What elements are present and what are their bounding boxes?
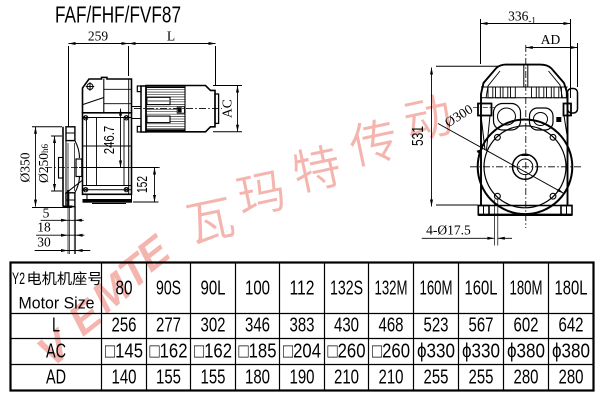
svg-text:180: 180 xyxy=(245,367,270,389)
svg-text:160L: 160L xyxy=(465,277,498,299)
svg-text:256: 256 xyxy=(112,315,137,337)
svg-text:112: 112 xyxy=(290,277,315,299)
svg-text:155: 155 xyxy=(201,367,226,389)
svg-text:Y2: Y2 xyxy=(12,270,25,288)
svg-text:FAF/FHF/FVF87: FAF/FHF/FVF87 xyxy=(55,2,181,28)
svg-text:80: 80 xyxy=(116,277,133,299)
svg-text:383: 383 xyxy=(290,315,315,337)
svg-text:AD: AD xyxy=(541,32,561,47)
svg-text:152: 152 xyxy=(135,176,151,193)
svg-text:210: 210 xyxy=(334,367,359,389)
svg-text:277: 277 xyxy=(156,315,181,337)
svg-text:□162: □162 xyxy=(194,341,232,363)
svg-text:210: 210 xyxy=(379,367,404,389)
svg-text:□185: □185 xyxy=(239,341,277,363)
svg-text:468: 468 xyxy=(379,315,404,337)
svg-text:AC: AC xyxy=(46,341,66,363)
svg-text:180M: 180M xyxy=(510,277,543,299)
svg-text:430: 430 xyxy=(334,315,359,337)
svg-text:602: 602 xyxy=(514,315,539,337)
svg-text:90L: 90L xyxy=(201,277,226,299)
svg-text:132M: 132M xyxy=(375,277,408,299)
svg-text:255: 255 xyxy=(424,367,449,389)
svg-text:255: 255 xyxy=(469,367,494,389)
svg-text:180L: 180L xyxy=(555,277,588,299)
svg-text:Motor Size: Motor Size xyxy=(19,294,95,312)
svg-text:ϕ330: ϕ330 xyxy=(417,341,455,363)
svg-text:4-Ø17.5: 4-Ø17.5 xyxy=(426,223,471,238)
svg-text:L: L xyxy=(52,315,60,337)
svg-text:140: 140 xyxy=(112,367,137,389)
svg-text:280: 280 xyxy=(559,367,584,389)
svg-text:90S: 90S xyxy=(156,277,181,299)
svg-text:567: 567 xyxy=(469,315,494,337)
svg-text:□162: □162 xyxy=(150,341,188,363)
svg-text:30: 30 xyxy=(37,235,51,250)
svg-text:132S: 132S xyxy=(330,277,363,299)
svg-text:ϕ330: ϕ330 xyxy=(462,341,500,363)
svg-text:190: 190 xyxy=(290,367,315,389)
svg-text:AC: AC xyxy=(220,99,235,118)
svg-text:280: 280 xyxy=(514,367,539,389)
svg-text:246.7: 246.7 xyxy=(102,126,118,155)
svg-text:18: 18 xyxy=(37,220,51,235)
svg-text:160M: 160M xyxy=(420,277,453,299)
svg-text:Ø250h6: Ø250h6 xyxy=(36,144,51,184)
svg-text:523: 523 xyxy=(424,315,449,337)
svg-text:259: 259 xyxy=(88,29,109,44)
svg-text:100: 100 xyxy=(245,277,270,299)
svg-text:Ø350: Ø350 xyxy=(18,152,33,182)
svg-text:ϕ380: ϕ380 xyxy=(507,341,545,363)
svg-text:□204: □204 xyxy=(283,341,321,363)
svg-text:531: 531 xyxy=(410,126,427,146)
svg-text:L: L xyxy=(167,29,175,44)
svg-text:155: 155 xyxy=(156,367,181,389)
svg-text:5: 5 xyxy=(43,206,50,221)
svg-text:□260: □260 xyxy=(372,341,410,363)
svg-text:ϕ380: ϕ380 xyxy=(552,341,590,363)
svg-text:AD: AD xyxy=(46,367,66,389)
svg-text:302: 302 xyxy=(201,315,226,337)
svg-text:346: 346 xyxy=(245,315,270,337)
svg-text:□260: □260 xyxy=(328,341,366,363)
svg-text:642: 642 xyxy=(559,315,584,337)
svg-text:□145: □145 xyxy=(105,341,143,363)
